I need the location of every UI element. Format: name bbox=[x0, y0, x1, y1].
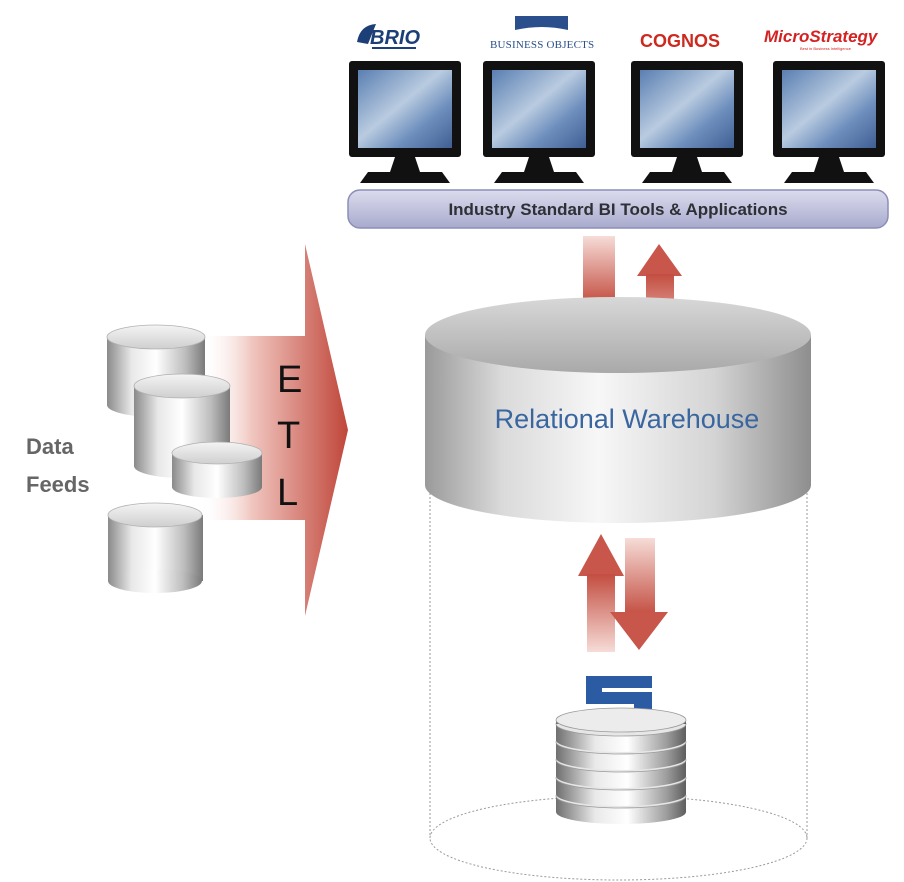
relational-warehouse-cylinder: Relational Warehouse bbox=[425, 297, 811, 523]
data-feed-cylinder-3 bbox=[171, 441, 263, 498]
bi-tools-bar: Industry Standard BI Tools & Application… bbox=[347, 189, 889, 229]
svg-text:BUSINESS OBJECTS: BUSINESS OBJECTS bbox=[490, 39, 594, 51]
etl-arrow: E T L bbox=[200, 244, 348, 616]
microstrategy-logo: MicroStrategy Best in Business Intellige… bbox=[764, 27, 879, 51]
monitor-cognos bbox=[631, 61, 743, 183]
data-feed-cylinder-4 bbox=[107, 502, 203, 593]
svg-text:Industry Standard BI Tools & A: Industry Standard BI Tools & Application… bbox=[448, 200, 787, 219]
svg-text:L: L bbox=[277, 472, 298, 514]
warehouse-label: Relational Warehouse bbox=[495, 404, 760, 434]
svg-text:E: E bbox=[277, 359, 302, 401]
svg-text:Data: Data bbox=[26, 434, 74, 459]
business-objects-logo: BUSINESS OBJECTS bbox=[490, 16, 594, 51]
cognos-logo: COGNOS bbox=[640, 31, 720, 51]
disk-1 bbox=[555, 707, 687, 733]
svg-text:MicroStrategy: MicroStrategy bbox=[764, 27, 879, 46]
brio-logo: BRIO bbox=[357, 24, 420, 49]
monitor-microstrategy bbox=[773, 61, 885, 183]
arrow-up-to-warehouse bbox=[578, 534, 624, 652]
svg-text:BRIO: BRIO bbox=[370, 27, 420, 49]
monitor-business-objects bbox=[483, 61, 595, 183]
warehouse-outer-boundary bbox=[429, 485, 808, 881]
arrow-down-to-storage bbox=[610, 538, 668, 650]
svg-text:T: T bbox=[277, 415, 300, 457]
svg-text:Best in Business Intelligence: Best in Business Intelligence bbox=[800, 46, 852, 51]
svg-text:COGNOS: COGNOS bbox=[640, 31, 720, 51]
bi-tools-panel: BRIO BUSINESS OBJECTS COGNOS MicroStrate… bbox=[338, 0, 904, 232]
svg-text:Feeds: Feeds bbox=[26, 472, 90, 497]
data-feeds-label: Data Feeds bbox=[26, 434, 90, 497]
storage-disk-stack bbox=[555, 707, 687, 824]
monitor-brio bbox=[349, 61, 461, 183]
